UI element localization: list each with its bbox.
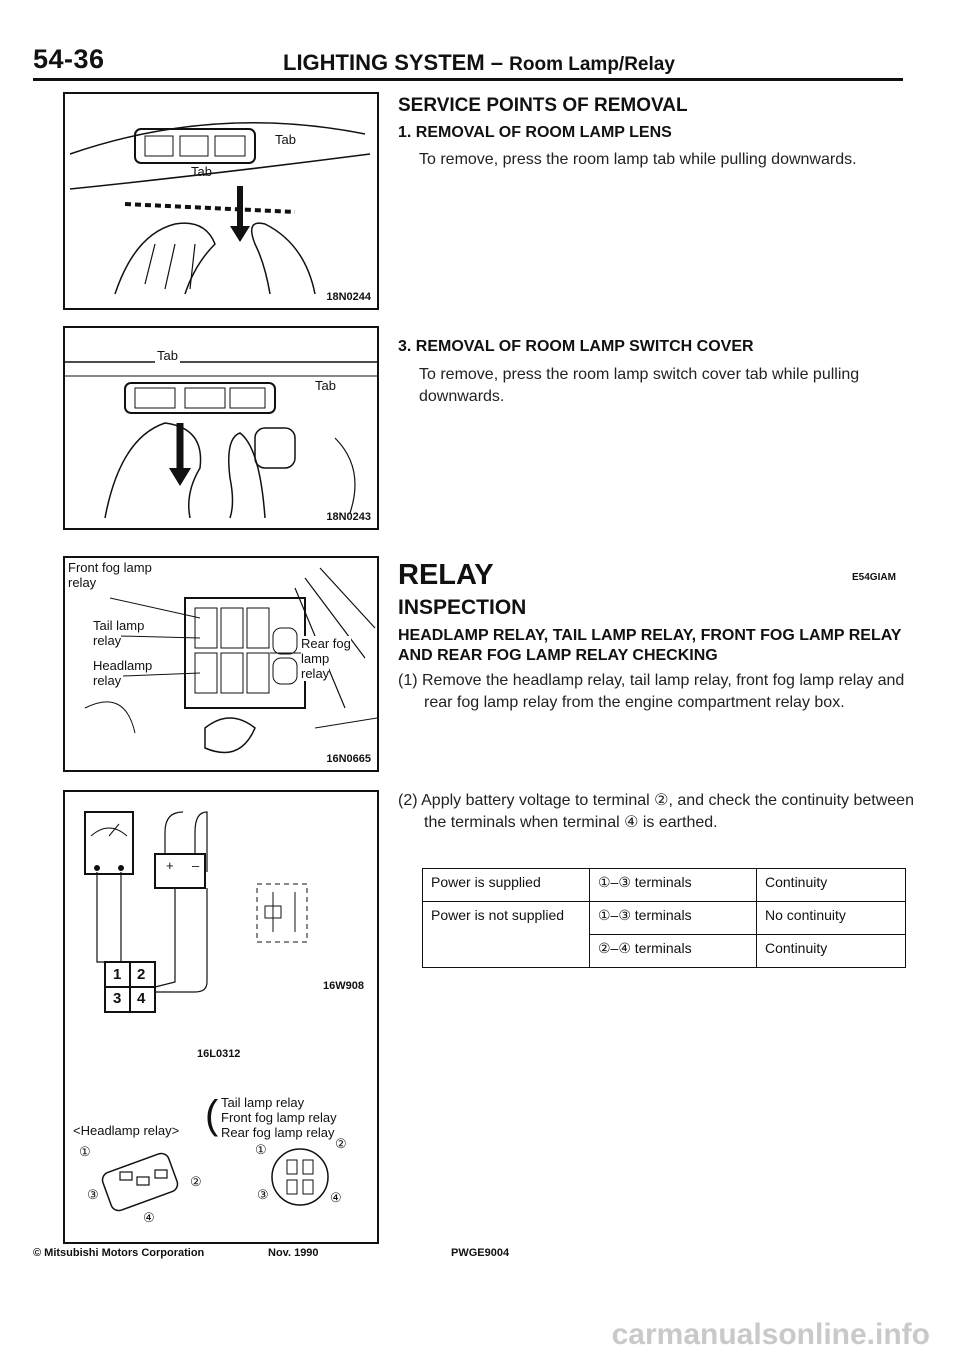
footer-date: Nov. 1990 — [268, 1247, 319, 1259]
fig4-code-right: 16W908 — [323, 980, 364, 992]
table-cell: ①–③ terminals — [589, 868, 757, 902]
pin-label-left-4: ④ — [143, 1210, 155, 1225]
relay-type-tail: Tail lamp relay — [221, 1095, 305, 1110]
figure-relay-test: + – 1 2 3 4 16L0312 16W908 <Headlamp rel… — [63, 790, 379, 1244]
table-cell: Continuity — [756, 868, 906, 902]
pin-label-left-3: ③ — [87, 1187, 99, 1202]
pin-label-right-2: ② — [335, 1136, 347, 1151]
figure-relay-box: Front fog lamp relay Tail lamp relay Hea… — [63, 556, 379, 772]
fig3-label-front-fog-relay: relay — [68, 575, 97, 590]
fig2-code: 18N0243 — [326, 511, 371, 523]
fig3-code: 16N0665 — [326, 753, 371, 765]
terminal-label-4: 4 — [137, 990, 146, 1007]
pin-label-right-4: ④ — [330, 1190, 342, 1205]
relay-type-rear-fog: Rear fog lamp relay — [221, 1125, 335, 1140]
fig4-code-left: 16L0312 — [197, 1048, 241, 1060]
title-dash: – — [484, 50, 510, 75]
relay-title: RELAY — [398, 559, 494, 591]
fig1-code: 18N0244 — [326, 291, 371, 303]
table-cell: Continuity — [756, 934, 906, 968]
page-title: LIGHTING SYSTEM – Room Lamp/Relay — [283, 50, 675, 76]
figure-room-lamp-lens: Tab Tab 18N0244 — [63, 92, 379, 310]
watermark: carmanualsonline.info — [611, 1318, 930, 1351]
page-number: 54-36 — [33, 44, 105, 74]
fig3-label-headlamp-relay: relay — [93, 673, 122, 688]
footer-doc-code: PWGE9004 — [451, 1247, 510, 1259]
switch-cover-illustration — [65, 361, 377, 519]
section-subtitle: Room Lamp/Relay — [509, 54, 675, 75]
continuity-table: Power is supplied ①–③ terminals Continui… — [422, 868, 906, 968]
fig3-label-rear-fog-lamp: lamp — [301, 651, 330, 666]
relay-box-illustration — [84, 567, 377, 754]
relay-code: E54GIAM — [852, 572, 896, 583]
terminal-label-1: 1 — [113, 966, 122, 983]
pin-label-left-2: ② — [190, 1174, 202, 1189]
pin-label-left-1: ① — [79, 1144, 91, 1159]
fig3-label-rear-fog-relay: relay — [301, 666, 330, 681]
relay-type-headlamp: <Headlamp relay> — [73, 1123, 180, 1138]
fig2-tab-label-right: Tab — [315, 378, 336, 393]
table-cell: ②–④ terminals — [589, 934, 757, 968]
terminal-label-3: 3 — [113, 990, 122, 1007]
step3-text: To remove, press the room lamp switch co… — [419, 366, 860, 405]
relay-test-circuit — [84, 811, 329, 1212]
fig3-label-headlamp: Headlamp — [93, 658, 153, 673]
relay-type-brace-left: ( — [205, 1093, 219, 1137]
table-cell: Power is not supplied — [422, 901, 590, 968]
battery-icon — [154, 853, 206, 889]
section-title: LIGHTING SYSTEM — [283, 50, 485, 75]
terminal-label-2: 2 — [137, 966, 146, 983]
footer-copyright: © Mitsubishi Motors Corporation — [33, 1247, 205, 1259]
inspection-heading: INSPECTION — [398, 596, 527, 619]
table-cell: No continuity — [756, 901, 906, 935]
fig2-tab-label-top: Tab — [155, 348, 180, 363]
table-cell: ①–③ terminals — [589, 901, 757, 935]
relay-check-title: HEADLAMP RELAY, TAIL LAMP RELAY, FRONT F… — [398, 627, 902, 664]
figure-room-lamp-switch-cover: Tab Tab 18N0243 — [63, 326, 379, 530]
table-cell: Power is supplied — [422, 868, 590, 902]
removal-heading: SERVICE POINTS OF REMOVAL — [398, 95, 688, 116]
pin-label-right-1: ① — [255, 1142, 267, 1157]
step1-title: 1. REMOVAL OF ROOM LAMP LENS — [398, 124, 672, 141]
fig3-label-rear-fog: Rear fog — [301, 636, 351, 651]
fig1-tab-label-center: Tab — [191, 164, 212, 179]
battery-minus-label: – — [192, 858, 200, 873]
step1-text: To remove, press the room lamp tab while… — [419, 151, 857, 168]
table-row: Power is supplied ①–③ terminals Continui… — [422, 868, 906, 902]
fig3-label-tail-lamp: Tail lamp — [93, 618, 145, 633]
pin-label-right-3: ③ — [257, 1187, 269, 1202]
relay-step1: (1) Remove the headlamp relay, tail lamp… — [398, 672, 905, 711]
table-row: ②–④ terminals Continuity — [423, 934, 906, 968]
fig3-label-tail-relay: relay — [93, 633, 122, 648]
relay-type-front-fog: Front fog lamp relay — [221, 1110, 337, 1125]
table-row: Power is not supplied ①–③ terminals No c… — [422, 901, 906, 968]
relay-step2: (2) Apply battery voltage to terminal ②,… — [398, 792, 914, 831]
fig3-label-front-fog-lamp: Front fog lamp — [68, 560, 152, 575]
room-lamp-lens-illustration — [69, 122, 371, 295]
ohmmeter-icon — [84, 811, 134, 875]
fig1-tab-label-right: Tab — [275, 132, 296, 147]
step3-title: 3. REMOVAL OF ROOM LAMP SWITCH COVER — [398, 338, 754, 355]
header-rule — [33, 78, 903, 81]
battery-plus-label: + — [166, 858, 174, 873]
